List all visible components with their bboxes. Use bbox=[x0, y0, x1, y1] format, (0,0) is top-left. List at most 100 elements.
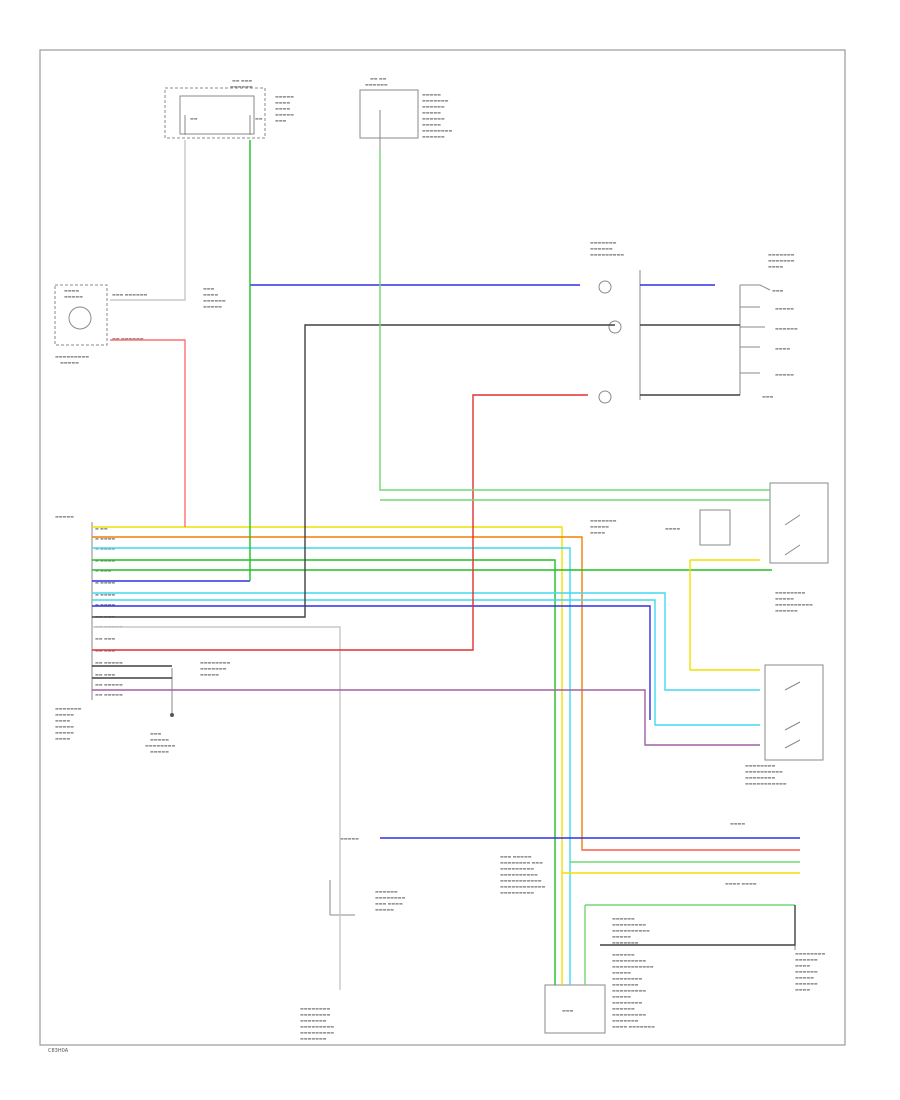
wire-wht-sensor bbox=[110, 140, 186, 301]
svg-text:▬▬▬▬: ▬▬▬▬ bbox=[275, 106, 290, 111]
svg-text:▬▬▬▬▬: ▬▬▬▬▬ bbox=[340, 836, 359, 841]
svg-text:▬▬▬▬▬: ▬▬▬▬▬ bbox=[612, 994, 631, 999]
wire-blk-module bbox=[92, 324, 615, 618]
svg-text:▬▬▬▬▬▬▬▬▬▬: ▬▬▬▬▬▬▬▬▬▬ bbox=[745, 769, 783, 774]
svg-text:▬▬▬▬▬▬▬: ▬▬▬▬▬▬▬ bbox=[612, 982, 639, 987]
svg-text:▬▬▬ ▬▬▬▬: ▬▬▬ ▬▬▬▬ bbox=[375, 901, 403, 906]
wire-grn-actuator bbox=[584, 904, 795, 985]
wire-ltblu-module bbox=[92, 547, 571, 985]
svg-text:▬▬▬▬▬▬▬▬▬: ▬▬▬▬▬▬▬▬▬ bbox=[590, 252, 624, 257]
svg-text:▬▬: ▬▬ bbox=[255, 116, 263, 121]
svg-text:▬▬▬▬: ▬▬▬▬ bbox=[665, 526, 680, 531]
svg-text:▬▬▬▬▬▬▬: ▬▬▬▬▬▬▬ bbox=[200, 666, 227, 671]
svg-text:▬▬▬▬▬▬▬: ▬▬▬▬▬▬▬ bbox=[55, 706, 82, 711]
wire-pnk-sensor bbox=[110, 339, 186, 527]
svg-text:▬▬▬▬▬: ▬▬▬▬▬ bbox=[795, 975, 814, 980]
svg-text:▬▬: ▬▬ bbox=[190, 116, 198, 121]
svg-text:▬▬▬▬▬▬▬▬▬▬▬: ▬▬▬▬▬▬▬▬▬▬▬ bbox=[612, 964, 654, 969]
instrument-cluster-connector: ▬▬▬ ▬▬▬▬▬ ▬▬▬▬▬▬▬▬ ▬▬▬ ▬▬▬▬▬▬▬▬▬ ▬▬▬▬▬▬▬… bbox=[500, 821, 757, 895]
svg-text:▬▬▬▬▬▬▬: ▬▬▬▬▬▬▬ bbox=[590, 240, 617, 245]
svg-text:▬▬ ▬▬▬▬▬: ▬▬ ▬▬▬▬▬ bbox=[95, 682, 123, 687]
svg-text:▬▬▬▬▬: ▬▬▬▬▬ bbox=[60, 360, 79, 365]
stop-lamp-switch: ▬▬▬▬▬▬▬▬ ▬▬▬▬▬ ▬▬▬▬▬▬▬▬▬▬ ▬▬▬▬▬▬ bbox=[769, 482, 829, 613]
svg-text:▬▬▬▬▬▬: ▬▬▬▬▬▬ bbox=[775, 326, 798, 331]
wire-grn-fuse-r bbox=[379, 150, 770, 491]
svg-text:▬▬ ▬▬▬: ▬▬ ▬▬▬ bbox=[95, 636, 115, 641]
svg-text:▬▬▬▬▬▬▬▬: ▬▬▬▬▬▬▬▬ bbox=[145, 743, 175, 748]
svg-text:▬▬▬▬▬▬▬▬ ▬▬▬: ▬▬▬▬▬▬▬▬ ▬▬▬ bbox=[500, 860, 543, 865]
svg-text:▬▬ ▬▬▬▬▬: ▬▬ ▬▬▬▬▬ bbox=[95, 692, 123, 697]
svg-text:▬▬▬▬▬▬: ▬▬▬▬▬▬ bbox=[375, 889, 398, 894]
fuse-box-left: ▬▬ ▬▬▬ ▬▬▬▬▬▬ ▬▬▬▬▬ ▬▬▬▬ ▬▬▬▬ ▬▬▬▬▬ ▬▬▬ … bbox=[164, 78, 294, 139]
svg-text:▬▬▬▬▬: ▬▬▬▬▬ bbox=[775, 372, 794, 377]
svg-text:▬▬▬: ▬▬▬ bbox=[203, 286, 215, 291]
transmission-range-sensor: ▬▬▬▬▬▬ ▬▬▬▬▬▬▬▬▬ ▬▬▬▬▬▬▬▬▬▬ ▬▬▬▬▬ ▬▬▬▬▬▬… bbox=[612, 916, 655, 1029]
svg-text:▬▬▬▬▬▬▬: ▬▬▬▬▬▬▬ bbox=[612, 940, 639, 945]
svg-text:▬▬▬▬▬▬▬▬: ▬▬▬▬▬▬▬▬ bbox=[775, 590, 805, 595]
svg-text:▬▬▬▬▬▬: ▬▬▬▬▬▬ bbox=[422, 104, 445, 109]
svg-text:▬▬▬▬▬: ▬▬▬▬▬ bbox=[775, 306, 794, 311]
svg-text:▬▬▬▬▬▬▬▬▬: ▬▬▬▬▬▬▬▬▬ bbox=[612, 988, 646, 993]
svg-text:▬▬▬▬▬▬▬▬▬▬▬: ▬▬▬▬▬▬▬▬▬▬▬ bbox=[500, 878, 542, 883]
svg-text:▬▬▬▬▬▬▬▬: ▬▬▬▬▬▬▬▬ bbox=[612, 1000, 642, 1005]
cruise-control-switch: ▬▬▬▬▬▬▬ ▬▬▬▬▬▬▬ ▬▬▬▬ ▬▬▬ ▬▬▬▬▬ ▬▬▬▬▬▬ ▬▬… bbox=[739, 252, 798, 399]
wire-yel-stop bbox=[689, 560, 760, 671]
svg-text:▬ ▬▬▬▬: ▬ ▬▬▬▬ bbox=[95, 602, 115, 607]
engine-speed-sensor: ▬▬▬▬ ▬▬▬▬▬ ▬▬▬ ▬▬▬▬▬▬ ▬▬ ▬▬▬▬▬▬ ▬▬▬▬▬▬▬▬… bbox=[54, 284, 148, 365]
svg-text:▬▬▬▬: ▬▬▬▬ bbox=[55, 718, 70, 723]
wire-red-module bbox=[92, 394, 588, 651]
svg-text:▬▬▬▬▬: ▬▬▬▬▬ bbox=[64, 294, 83, 299]
svg-text:▬▬▬▬▬: ▬▬▬▬▬ bbox=[275, 112, 294, 117]
svg-text:▬▬▬▬▬▬▬: ▬▬▬▬▬▬▬ bbox=[768, 252, 795, 257]
svg-text:▬▬▬▬▬▬▬▬: ▬▬▬▬▬▬▬▬ bbox=[795, 951, 825, 956]
svg-text:▬▬▬▬▬▬▬▬: ▬▬▬▬▬▬▬▬ bbox=[745, 763, 775, 768]
svg-text:▬▬▬: ▬▬▬ bbox=[762, 394, 774, 399]
svg-text:▬▬▬▬▬▬: ▬▬▬▬▬▬ bbox=[612, 1006, 635, 1011]
svg-text:▬▬▬▬▬▬: ▬▬▬▬▬▬ bbox=[365, 82, 388, 87]
svg-text:▬▬▬▬▬▬: ▬▬▬▬▬▬ bbox=[795, 969, 818, 974]
svg-text:▬▬▬▬▬▬: ▬▬▬▬▬▬ bbox=[795, 981, 818, 986]
wire-harness bbox=[92, 140, 800, 990]
svg-text:▬▬▬▬▬▬▬▬: ▬▬▬▬▬▬▬▬ bbox=[300, 1012, 330, 1017]
svg-text:▬▬▬▬▬: ▬▬▬▬▬ bbox=[590, 524, 609, 529]
svg-text:▬▬▬▬▬: ▬▬▬▬▬ bbox=[200, 672, 219, 677]
relay-box: ▬▬▬▬▬▬▬ ▬▬▬▬▬ ▬▬▬▬ ▬▬▬▬ bbox=[590, 509, 731, 546]
svg-text:▬▬▬▬▬▬▬: ▬▬▬▬▬▬▬ bbox=[300, 1036, 327, 1041]
wire-orn-module bbox=[92, 536, 800, 851]
wire-wht-module bbox=[92, 626, 341, 990]
svg-text:▬▬▬▬▬▬▬▬: ▬▬▬▬▬▬▬▬ bbox=[300, 1006, 330, 1011]
svg-text:▬▬▬ ▬▬▬▬▬▬: ▬▬▬ ▬▬▬▬▬▬ bbox=[112, 292, 148, 297]
svg-text:▬▬▬▬▬▬: ▬▬▬▬▬▬ bbox=[203, 298, 226, 303]
svg-text:▬▬▬▬▬: ▬▬▬▬▬ bbox=[422, 110, 441, 115]
svg-text:▬▬▬▬▬▬▬: ▬▬▬▬▬▬▬ bbox=[300, 1018, 327, 1023]
svg-text:▬▬▬▬: ▬▬▬▬ bbox=[64, 288, 79, 293]
svg-text:▬▬▬▬▬▬▬▬▬▬: ▬▬▬▬▬▬▬▬▬▬ bbox=[500, 872, 538, 877]
svg-text:▬▬▬▬▬: ▬▬▬▬▬ bbox=[55, 730, 74, 735]
svg-text:▬▬▬▬▬: ▬▬▬▬▬ bbox=[55, 514, 74, 519]
svg-text:▬▬▬▬: ▬▬▬▬ bbox=[275, 100, 290, 105]
svg-text:▬▬▬▬▬▬▬▬: ▬▬▬▬▬▬▬▬ bbox=[745, 775, 775, 780]
svg-text:▬▬▬▬▬: ▬▬▬▬▬ bbox=[775, 596, 794, 601]
diagram-border bbox=[39, 49, 846, 1046]
svg-text:▬▬▬▬▬▬▬▬: ▬▬▬▬▬▬▬▬ bbox=[200, 660, 230, 665]
svg-text:▬▬▬▬▬: ▬▬▬▬▬ bbox=[150, 737, 169, 742]
svg-text:▬▬▬▬▬▬▬▬▬: ▬▬▬▬▬▬▬▬▬ bbox=[612, 922, 646, 927]
svg-text:▬▬▬▬▬▬: ▬▬▬▬▬▬ bbox=[422, 116, 445, 121]
svg-text:▬▬▬: ▬▬▬ bbox=[150, 731, 162, 736]
svg-text:▬▬▬▬▬▬▬▬▬▬▬▬: ▬▬▬▬▬▬▬▬▬▬▬▬ bbox=[500, 884, 546, 889]
svg-text:▬▬▬▬ ▬▬▬▬▬▬▬: ▬▬▬▬ ▬▬▬▬▬▬▬ bbox=[612, 1024, 655, 1029]
svg-text:▬▬▬▬▬: ▬▬▬▬▬ bbox=[422, 122, 441, 127]
svg-text:▬▬▬▬: ▬▬▬▬ bbox=[55, 736, 70, 741]
svg-text:▬▬▬▬: ▬▬▬▬ bbox=[775, 346, 790, 351]
svg-text:▬▬▬▬: ▬▬▬▬ bbox=[590, 530, 605, 535]
svg-text:▬▬▬▬▬▬: ▬▬▬▬▬▬ bbox=[590, 246, 613, 251]
svg-text:▬▬▬▬▬▬▬: ▬▬▬▬▬▬▬ bbox=[422, 98, 449, 103]
svg-text:▬▬ ▬▬▬▬▬▬: ▬▬ ▬▬▬▬▬▬ bbox=[112, 336, 144, 341]
svg-text:▬▬▬▬▬: ▬▬▬▬▬ bbox=[203, 304, 222, 309]
cruise-control-module: ▬▬▬▬▬ ▬▬▬▬▬▬▬ ▬▬▬▬▬ ▬▬▬▬ ▬▬▬▬▬ ▬▬▬▬▬ ▬▬▬… bbox=[55, 514, 93, 741]
svg-text:▬▬▬▬▬: ▬▬▬▬▬ bbox=[55, 724, 74, 729]
svg-text:▬▬▬▬▬: ▬▬▬▬▬ bbox=[612, 934, 631, 939]
powertrain-control-module-right: ▬▬▬▬▬▬▬▬ ▬▬▬▬▬▬ ▬▬▬▬ ▬▬▬▬▬▬ ▬▬▬▬▬ ▬▬▬▬▬▬… bbox=[794, 905, 825, 992]
figure-code: C83H0A bbox=[48, 1048, 69, 1054]
